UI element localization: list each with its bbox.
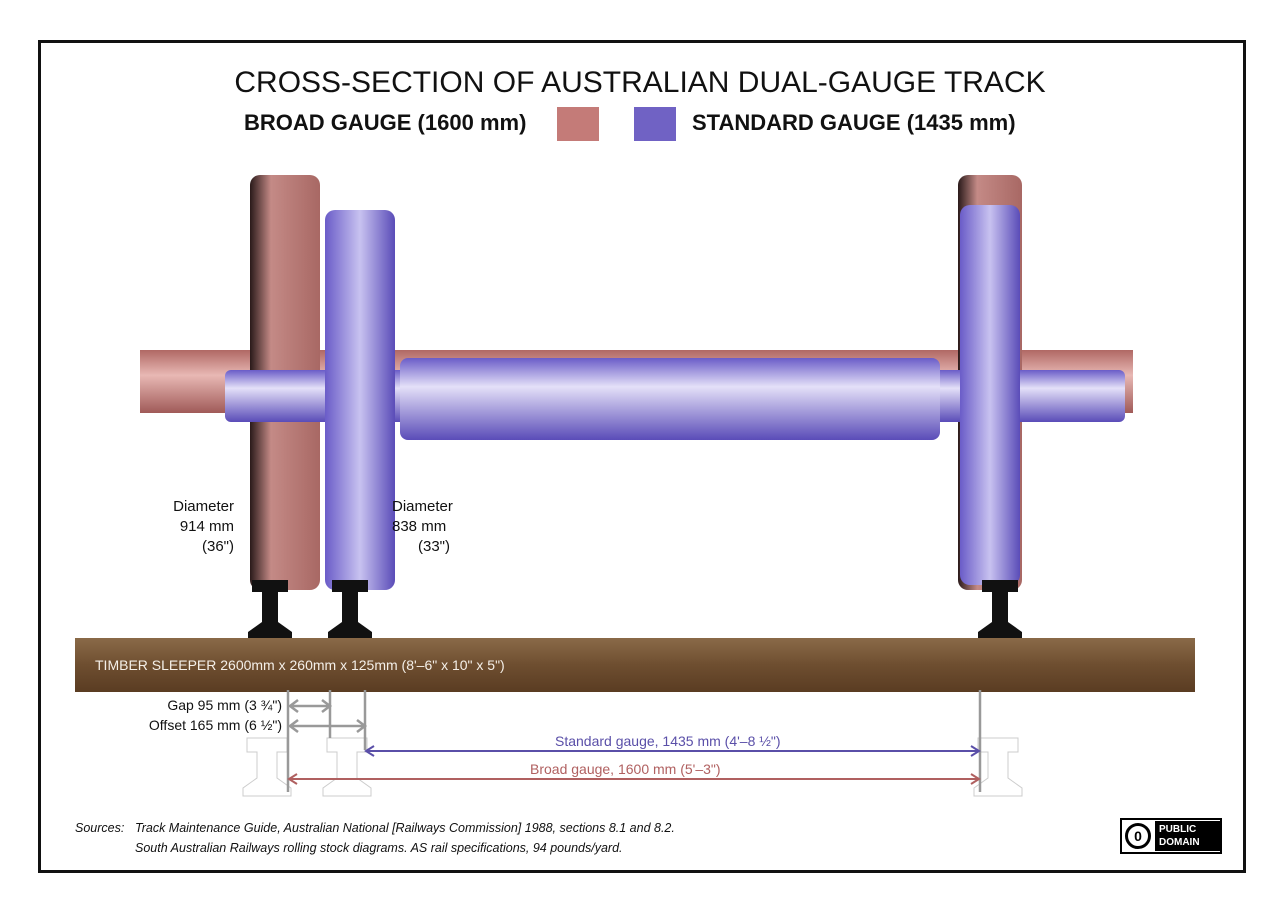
public-text: PUBLIC xyxy=(1159,824,1197,835)
legend-broad-label: BROAD GAUGE (1600 mm) xyxy=(244,110,527,135)
domain-text: DOMAIN xyxy=(1159,837,1200,848)
rail-standard-left xyxy=(328,580,372,640)
diagram-frame xyxy=(38,40,1246,873)
page-title: CROSS-SECTION OF AUSTRALIAN DUAL-GAUGE T… xyxy=(234,66,1046,99)
rail-outline xyxy=(973,737,1023,797)
standard-gauge-arrow xyxy=(364,745,981,757)
standard-axle-center xyxy=(400,358,940,440)
diameter-mm: 914 mm xyxy=(179,518,234,535)
public-domain-text: PUBLIC DOMAIN xyxy=(1155,821,1220,851)
zero-icon: 0 xyxy=(1125,823,1151,849)
standard-diameter-label: Diameter 838 mm (33") xyxy=(392,497,462,557)
diameter-inches: (33") xyxy=(418,538,450,555)
offset-label: Offset 165 mm (6 ½") xyxy=(148,717,282,733)
standard-gauge-label: Standard gauge, 1435 mm (4'–8 ½") xyxy=(555,733,781,749)
gap-label: Gap 95 mm (3 ¾") xyxy=(167,697,282,713)
offset-arrow xyxy=(287,719,368,733)
dimension-lines xyxy=(286,690,982,792)
rail-right xyxy=(978,580,1022,640)
rail-outline xyxy=(242,737,292,797)
diameter-heading: Diameter xyxy=(173,498,234,515)
rail-outlines xyxy=(242,737,1023,797)
public-domain-badge: 0 PUBLIC DOMAIN xyxy=(1120,818,1222,854)
broad-gauge-arrow xyxy=(287,773,981,785)
source-line-1: Track Maintenance Guide, Australian Nati… xyxy=(135,821,675,835)
legend-standard-label: STANDARD GAUGE (1435 mm) xyxy=(692,110,1016,135)
gap-arrow xyxy=(287,699,333,713)
diameter-inches: (36") xyxy=(202,538,234,555)
standard-wheel-left xyxy=(325,210,395,590)
broad-diameter-label: Diameter 914 mm (36") xyxy=(150,497,234,557)
rail-broad-left xyxy=(248,580,292,640)
standard-wheel-right xyxy=(960,205,1020,585)
rails xyxy=(248,580,1022,640)
legend-standard-swatch xyxy=(634,107,676,141)
sleeper-label: TIMBER SLEEPER 2600mm x 260mm x 125mm (8… xyxy=(95,657,505,673)
legend-broad-swatch xyxy=(557,107,599,141)
diameter-mm: 838 mm xyxy=(392,518,447,535)
diameter-heading: Diameter xyxy=(392,498,453,515)
source-line-2: South Australian Railways rolling stock … xyxy=(135,841,623,855)
timber-sleeper xyxy=(75,638,1195,692)
broad-gauge-label: Broad gauge, 1600 mm (5'–3") xyxy=(530,761,721,777)
sources-heading: Sources: xyxy=(75,821,125,835)
